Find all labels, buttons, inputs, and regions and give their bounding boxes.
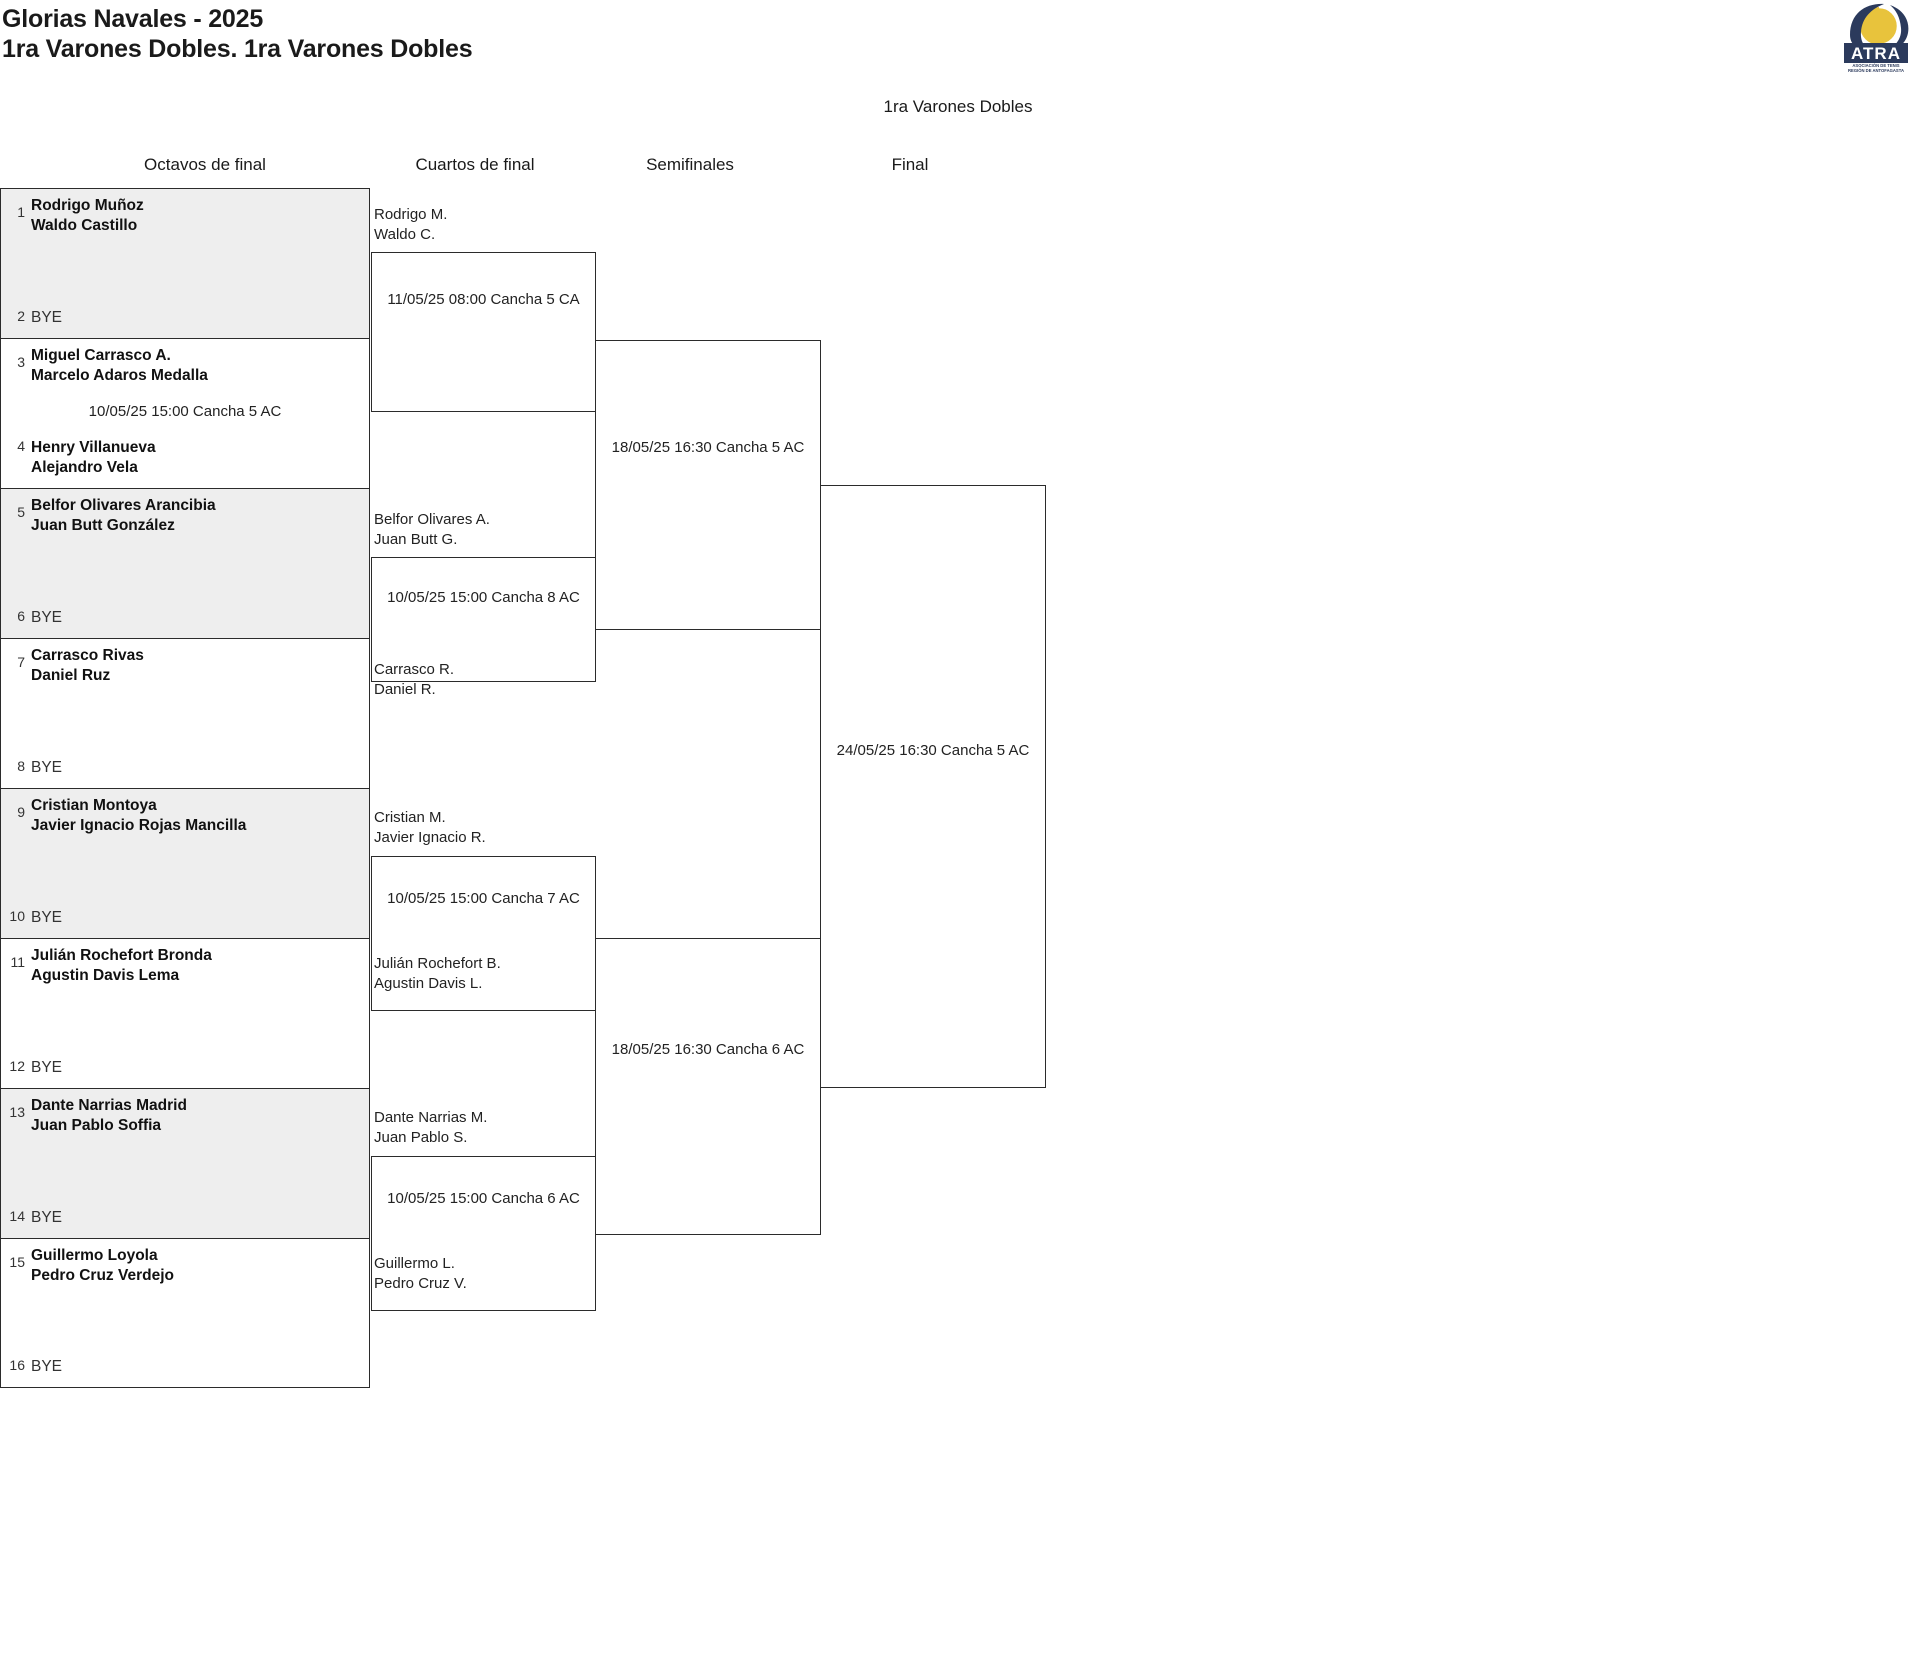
seed-number: 3 xyxy=(17,354,25,370)
seed-number: 13 xyxy=(9,1104,25,1120)
player-names: BYE xyxy=(31,759,63,777)
seed-number: 2 xyxy=(17,308,25,325)
qf1-box[interactable] xyxy=(371,252,596,412)
r1-match-5[interactable]: 9 Cristian Montoya Javier Ignacio Rojas … xyxy=(0,788,370,938)
round1-column: 1 Rodrigo Muñoz Waldo Castillo 2 BYE 3 M… xyxy=(0,188,370,1388)
player-names: Henry Villanueva Alejandro Vela xyxy=(31,439,156,477)
seed-number: 11 xyxy=(10,954,25,970)
seed-number: 15 xyxy=(9,1254,25,1270)
round-header-final: Final xyxy=(891,155,929,174)
tournament-name: Glorias Navales - 2025 xyxy=(2,5,264,33)
player-names: BYE xyxy=(31,1358,63,1376)
qf2-match-info: 10/05/25 15:00 Cancha 8 AC xyxy=(387,589,580,606)
qf1-top-players: Rodrigo M. Waldo C. xyxy=(374,206,448,243)
final-box[interactable] xyxy=(820,485,1046,1088)
seed-number: 5 xyxy=(17,504,25,520)
qf2-top-players: Belfor Olivares A. Juan Butt G. xyxy=(374,511,490,548)
seed-number: 4 xyxy=(17,438,25,455)
round-header-semifinales: Semifinales xyxy=(646,155,734,174)
r1-slot-16: 16 BYE xyxy=(1,1357,369,1377)
r1-slot-7: 7 Carrasco Rivas Daniel Ruz xyxy=(1,646,369,686)
r1-match-6[interactable]: 11 Julián Rochefort Bronda Agustin Davis… xyxy=(0,938,370,1088)
seed-number: 12 xyxy=(9,1058,25,1075)
player-names: Miguel Carrasco A. Marcelo Adaros Medall… xyxy=(31,347,208,384)
r1-slot-12: 12 BYE xyxy=(1,1058,369,1078)
svg-text:REGIÓN DE ANTOFAGASTA: REGIÓN DE ANTOFAGASTA xyxy=(1848,68,1904,73)
seed-number: 16 xyxy=(9,1357,25,1374)
r1-match-4[interactable]: 7 Carrasco Rivas Daniel Ruz 8 BYE xyxy=(0,638,370,788)
category-subtitle: 1ra Varones Dobles. 1ra Varones Dobles xyxy=(2,34,473,63)
r1-slot-6: 6 BYE xyxy=(1,608,369,628)
player-names: BYE xyxy=(31,909,63,927)
player-names: BYE xyxy=(31,1209,63,1227)
player-names: Guillermo Loyola Pedro Cruz Verdejo xyxy=(31,1247,174,1284)
qf4-top-players: Dante Narrias M. Juan Pablo S. xyxy=(374,1109,488,1146)
qf2-bottom-players: Carrasco R. Daniel R. xyxy=(374,661,455,698)
r1-slot-11: 11 Julián Rochefort Bronda Agustin Davis… xyxy=(1,946,369,986)
player-names: BYE xyxy=(31,1059,63,1077)
r1-match-7[interactable]: 13 Dante Narrias Madrid Juan Pablo Soffi… xyxy=(0,1088,370,1238)
qf4-match-info: 10/05/25 15:00 Cancha 6 AC xyxy=(387,1190,580,1207)
r1-match-8[interactable]: 15 Guillermo Loyola Pedro Cruz Verdejo 1… xyxy=(0,1238,370,1388)
player-names: Carrasco Rivas Daniel Ruz xyxy=(31,647,144,684)
atra-logo-icon: ATRA ASOCIACIÓN DE TENIS REGIÓN DE ANTOF… xyxy=(1838,1,1914,73)
seed-number: 7 xyxy=(17,654,25,670)
r1-slot-1: 1 Rodrigo Muñoz Waldo Castillo xyxy=(1,196,369,236)
r1-slot-14: 14 BYE xyxy=(1,1208,369,1228)
player-names: Julián Rochefort Bronda Agustin Davis Le… xyxy=(31,947,212,984)
seed-number: 9 xyxy=(17,804,25,820)
r1-slot-13: 13 Dante Narrias Madrid Juan Pablo Soffi… xyxy=(1,1096,369,1136)
svg-text:ATRA: ATRA xyxy=(1851,44,1901,63)
atra-logo: ATRA ASOCIACIÓN DE TENIS REGIÓN DE ANTOF… xyxy=(1838,1,1914,73)
qf3-box[interactable] xyxy=(371,856,596,1011)
player-names: BYE xyxy=(31,609,63,627)
r1-match-info: 10/05/25 15:00 Cancha 5 AC xyxy=(88,403,282,420)
sf1-box[interactable] xyxy=(595,340,821,630)
sf2-box[interactable] xyxy=(595,938,821,1235)
r1-slot-8: 8 BYE xyxy=(1,758,369,778)
seed-number: 10 xyxy=(9,908,25,925)
qf3-match-info: 10/05/25 15:00 Cancha 7 AC xyxy=(387,890,580,907)
qf3-bottom-players: Julián Rochefort B. Agustin Davis L. xyxy=(374,955,501,992)
r1-match-2[interactable]: 3 Miguel Carrasco A. Marcelo Adaros Meda… xyxy=(0,338,370,488)
seed-number: 14 xyxy=(9,1208,25,1225)
page-title: Glorias Navales - 2025 1ra Varones Doble… xyxy=(2,5,473,64)
final-match-info: 24/05/25 16:30 Cancha 5 AC xyxy=(836,742,1030,759)
round-header-octavos: Octavos de final xyxy=(144,155,266,174)
qf1-match-info: 11/05/25 08:00 Cancha 5 CA xyxy=(387,291,580,308)
r1-slot-5: 5 Belfor Olivares Arancibia Juan Butt Go… xyxy=(1,496,369,536)
qf4-bottom-players: Guillermo L. Pedro Cruz V. xyxy=(374,1255,467,1292)
r1-slot-9: 9 Cristian Montoya Javier Ignacio Rojas … xyxy=(1,796,369,836)
seed-number: 6 xyxy=(17,608,25,625)
player-names: Belfor Olivares Arancibia Juan Butt Gonz… xyxy=(31,497,216,534)
player-names: Cristian Montoya Javier Ignacio Rojas Ma… xyxy=(31,797,247,834)
r1-slot-10: 10 BYE xyxy=(1,908,369,928)
r1-match-1[interactable]: 1 Rodrigo Muñoz Waldo Castillo 2 BYE xyxy=(0,188,370,338)
seed-number: 1 xyxy=(17,204,25,220)
svg-text:ASOCIACIÓN DE TENIS: ASOCIACIÓN DE TENIS xyxy=(1852,63,1899,68)
player-names: Dante Narrias Madrid Juan Pablo Soffia xyxy=(31,1097,187,1134)
r1-slot-15: 15 Guillermo Loyola Pedro Cruz Verdejo xyxy=(1,1246,369,1286)
qf3-top-players: Cristian M. Javier Ignacio R. xyxy=(374,809,486,846)
r1-slot-3: 3 Miguel Carrasco A. Marcelo Adaros Meda… xyxy=(1,346,369,386)
player-names: BYE xyxy=(31,309,63,327)
round-header-cuartos: Cuartos de final xyxy=(415,155,535,174)
seed-number: 8 xyxy=(17,758,25,775)
bracket-title: 1ra Varones Dobles xyxy=(883,97,1033,116)
r1-slot-4: 4 Henry Villanueva Alejandro Vela xyxy=(1,438,369,478)
sf2-match-info: 18/05/25 16:30 Cancha 6 AC xyxy=(611,1041,805,1058)
player-names: Rodrigo Muñoz Waldo Castillo xyxy=(31,197,144,234)
r1-match-3[interactable]: 5 Belfor Olivares Arancibia Juan Butt Go… xyxy=(0,488,370,638)
sf1-match-info: 18/05/25 16:30 Cancha 5 AC xyxy=(611,439,805,456)
r1-slot-2: 2 BYE xyxy=(1,308,369,328)
